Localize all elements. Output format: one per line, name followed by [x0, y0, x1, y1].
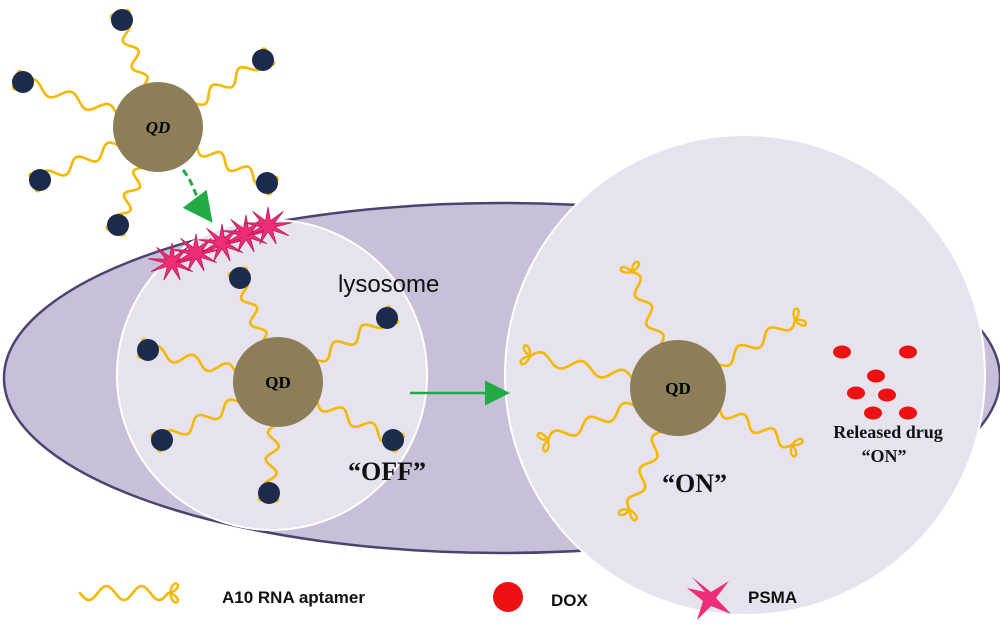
aptamer-strand [262, 424, 281, 495]
aptamer-loop [789, 437, 804, 458]
psma-cluster [148, 206, 292, 281]
aptamer-strand [195, 145, 269, 187]
legend-psma-symbol [687, 577, 731, 620]
dox-molecule [847, 386, 865, 400]
quencher-dot [107, 214, 129, 236]
on-state-label: “ON” [662, 469, 727, 498]
aptamer-strand [146, 344, 237, 373]
legend-dox-symbol [493, 582, 523, 612]
psma-receptor [222, 214, 270, 253]
aptamer-loop [617, 508, 638, 522]
dox-molecule [864, 406, 882, 420]
quencher-dot [12, 71, 34, 93]
qd-free-label: QD [146, 118, 171, 137]
aptamer-strand [546, 401, 636, 442]
aptamer-loop [619, 260, 640, 274]
aptamer-strand [314, 316, 389, 363]
legend-aptamer-label: A10 RNA aptamer [222, 588, 365, 607]
dox-molecule [867, 369, 885, 383]
dox-molecule [899, 406, 917, 420]
dox-molecule [833, 345, 851, 359]
dox-dots [833, 345, 917, 420]
qd-on-label: QD [665, 379, 691, 398]
quencher-dot [256, 172, 278, 194]
aptamer-strand [238, 276, 268, 342]
psma-receptor [148, 242, 196, 281]
quencher-dot [229, 267, 251, 289]
quencher-dot [29, 169, 51, 191]
aptamer-strand [21, 77, 118, 115]
aptamer-strand [193, 58, 265, 107]
aptamer-strand [120, 18, 149, 87]
aptamer-strand [625, 430, 663, 512]
released-drug-label: Released drug [833, 422, 943, 442]
quencher-dot [258, 482, 280, 504]
aptamer-strand [38, 141, 120, 182]
psma-receptor [172, 233, 220, 272]
released-drug-on-label: “ON” [862, 446, 907, 466]
lysosome-on [504, 134, 986, 616]
legend-aptamer-symbol [78, 582, 180, 604]
quencher-dots [12, 9, 404, 504]
qd-free-particle [113, 82, 203, 172]
aptamer-strand [718, 407, 794, 449]
dox-molecule [878, 388, 896, 402]
on-qd-aptamers [519, 260, 807, 522]
psma-receptor [244, 206, 292, 245]
aptamer-loop [536, 432, 550, 453]
aptamer-strand [316, 400, 395, 444]
legend-psma-label: PSMA [748, 588, 797, 607]
aptamer-loop [792, 307, 807, 327]
aptamer-strand [630, 270, 666, 346]
lysosome-label: lysosome [338, 271, 439, 298]
qd-off-particle [233, 337, 323, 427]
legend-aptamer-strand [78, 584, 170, 602]
dox-molecule [899, 345, 917, 359]
qd-on-particle [630, 340, 726, 436]
aptamer-strand [528, 350, 634, 380]
quencher-dot [111, 9, 133, 31]
aptamer-strand [160, 398, 240, 442]
aptamer-strand [717, 318, 797, 368]
quencher-dot [376, 307, 398, 329]
quencher-dot [382, 429, 404, 451]
psma-receptor [198, 223, 246, 262]
binding-arrow [181, 169, 213, 223]
quencher-dot [137, 339, 159, 361]
aptamer-loop [519, 344, 532, 366]
legend-aptamer-loop [168, 582, 180, 604]
quencher-dot [252, 49, 274, 71]
legend-dox-label: DOX [551, 591, 589, 610]
qd-off-label: QD [265, 373, 291, 392]
off-state-label: “OFF” [348, 457, 426, 486]
quencher-dot [151, 429, 173, 451]
